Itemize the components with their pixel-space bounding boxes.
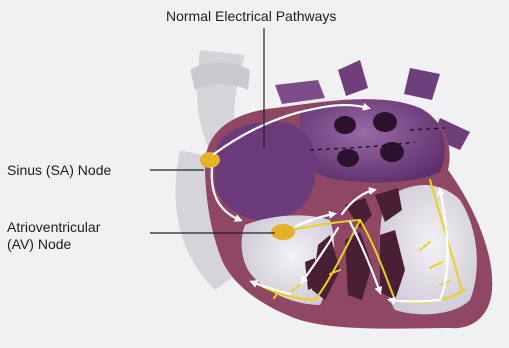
av-node-label-line2: (AV) Node bbox=[7, 236, 71, 253]
right-atrium bbox=[215, 122, 316, 220]
sa-node bbox=[200, 152, 220, 168]
diagram-title: Normal Electrical Pathways bbox=[166, 8, 336, 25]
av-node-label-line1: Atrioventricular bbox=[7, 219, 100, 236]
av-node bbox=[271, 224, 295, 240]
sa-node-label: Sinus (SA) Node bbox=[7, 162, 111, 179]
left-atrium bbox=[300, 100, 445, 182]
